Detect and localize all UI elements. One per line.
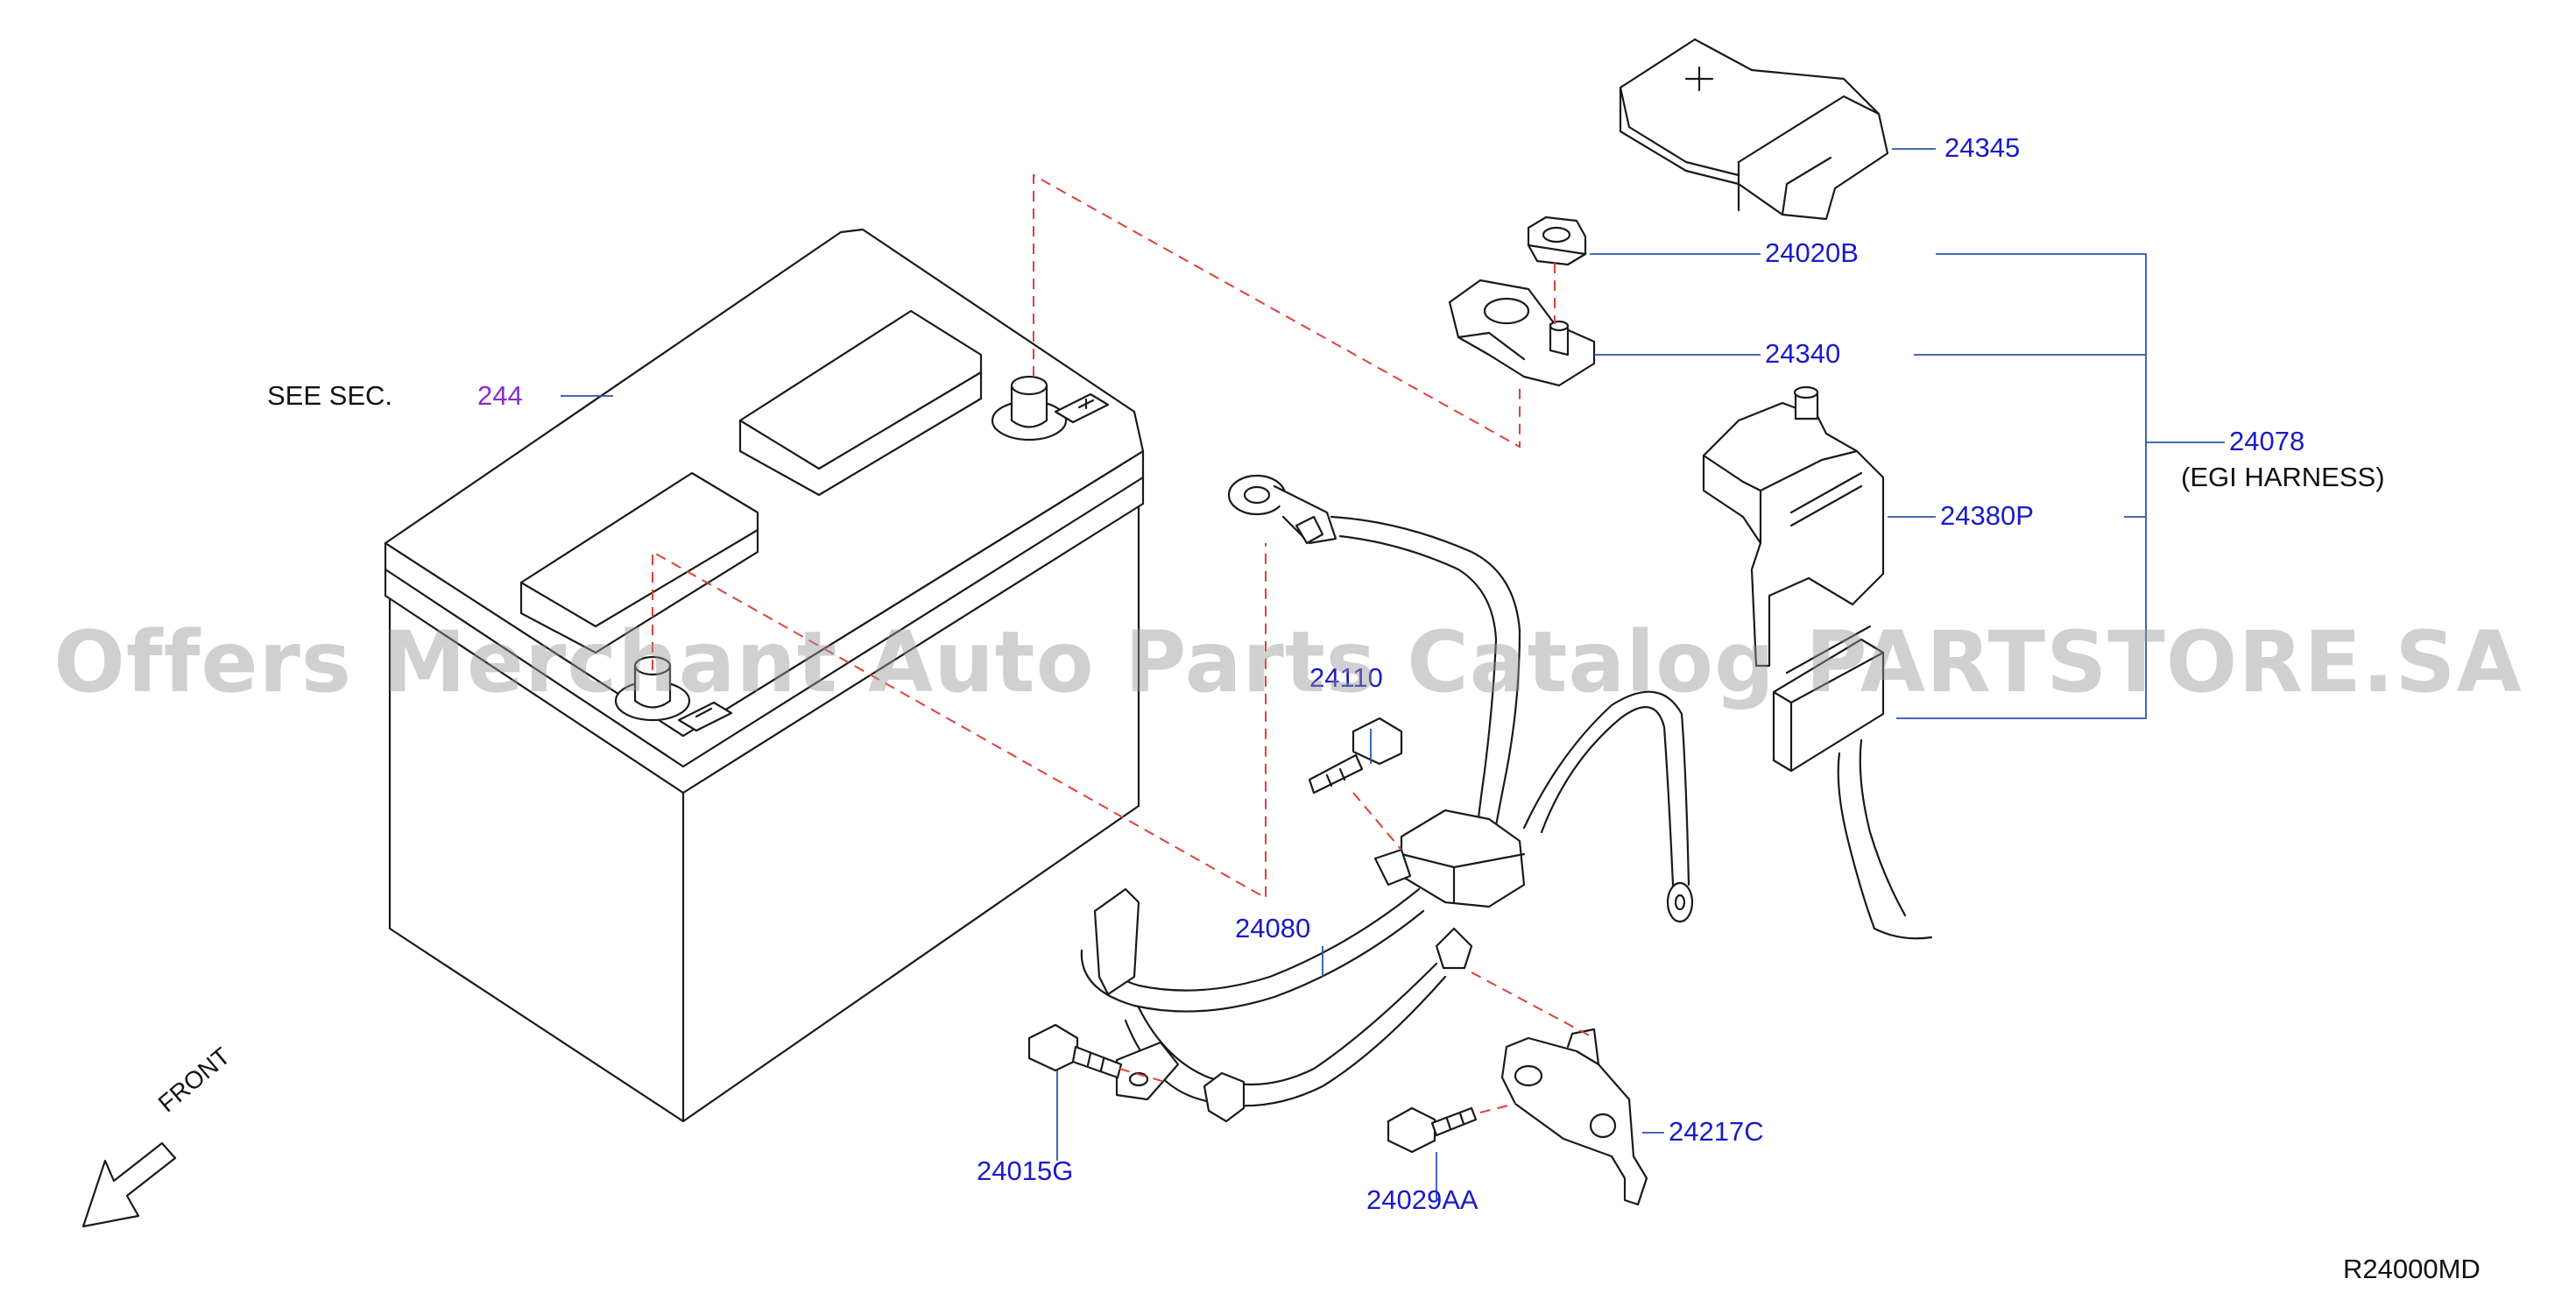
egi-harness-caption: (EGI HARNESS) [2181, 462, 2385, 492]
terminal-clamp [1448, 279, 1596, 387]
bolt-24029AA [1387, 1106, 1478, 1154]
egi-harness-connector [1772, 625, 1933, 940]
front-arrow-icon [81, 1141, 177, 1228]
dashed-guide-lines [652, 173, 1595, 1113]
nut [1527, 215, 1587, 266]
terminal-cover [1619, 38, 1889, 221]
part-label-24380P[interactable]: 24380P [1940, 500, 2034, 531]
battery-cable [1080, 474, 1694, 1123]
bolt-24110 [1308, 717, 1403, 795]
fusible-link [1702, 385, 1885, 668]
diagram-code: R24000MD [2343, 1254, 2481, 1284]
part-label-24080[interactable]: 24080 [1235, 913, 1311, 943]
part-label-24345[interactable]: 24345 [1944, 132, 2021, 163]
part-label-24340[interactable]: 24340 [1765, 338, 1841, 369]
see-section-prefix: SEE SEC. [267, 380, 392, 411]
part-label-24110[interactable]: 24110 [1309, 662, 1383, 693]
leader-lines [561, 148, 2225, 1200]
part-label-24020B[interactable]: 24020B [1765, 237, 1859, 268]
part-label-24015G[interactable]: 24015G [977, 1155, 1074, 1186]
battery [384, 228, 1145, 1123]
part-label-24217C[interactable]: 24217C [1669, 1116, 1764, 1147]
watermark: Offers Merchant Auto Parts Catalog PARTS… [53, 613, 2523, 711]
bolt-24015G [1027, 1023, 1123, 1079]
part-label-24078[interactable]: 24078 [2229, 426, 2305, 456]
see-section-link[interactable]: 244 [477, 380, 523, 411]
part-label-24029AA[interactable]: 24029AA [1366, 1184, 1479, 1215]
bracket [1500, 1028, 1648, 1206]
